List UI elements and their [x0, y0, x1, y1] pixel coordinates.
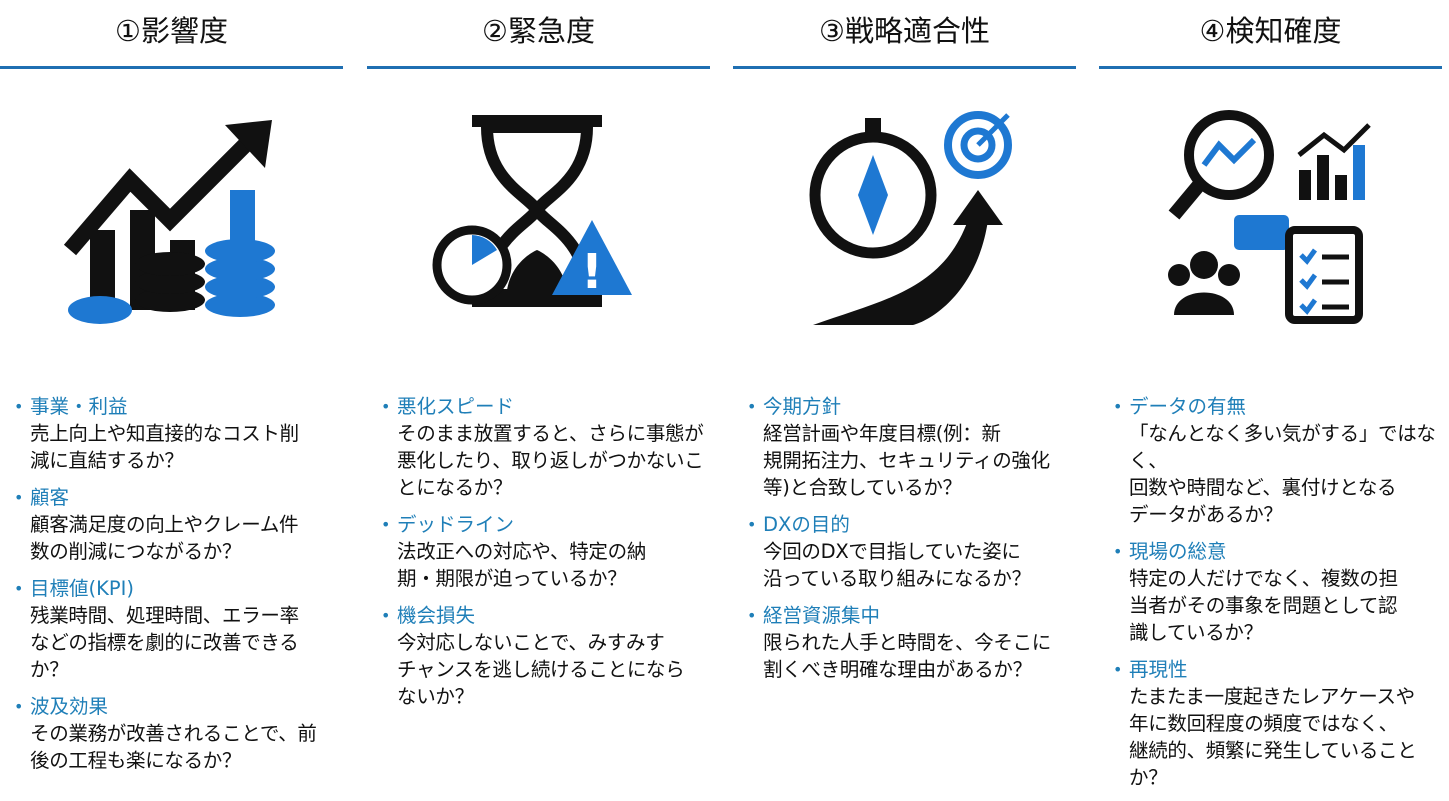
column-title: ②緊急度 — [482, 14, 595, 48]
divider — [1099, 66, 1442, 69]
divider — [367, 66, 710, 69]
column-title: ③戦略適合性 — [819, 14, 990, 48]
list-item: 目標値(KPI)残業時間、処理時間、エラー率 などの指標を劇的に改善できる か？ — [14, 575, 344, 683]
growth-chart-coins-icon — [63, 120, 275, 324]
compass-target-road-icon — [809, 111, 1012, 325]
column-detection-certainty: ④検知確度 データの有無「なんとなく多い気がする」ではなく、 回数や時間など、裏… — [1099, 0, 1442, 797]
svg-text:!: ! — [581, 244, 603, 300]
data-analysis-team-checklist-icon — [1168, 110, 1371, 324]
column-title: ①影響度 — [115, 14, 228, 48]
divider — [733, 66, 1076, 69]
divider — [0, 66, 343, 69]
column-title: ④検知確度 — [1199, 14, 1342, 48]
list-item: データの有無「なんとなく多い気がする」ではなく、 回数や時間など、裏付けとなる … — [1113, 393, 1443, 528]
hourglass-stopwatch-warning-icon: ! — [432, 115, 632, 307]
